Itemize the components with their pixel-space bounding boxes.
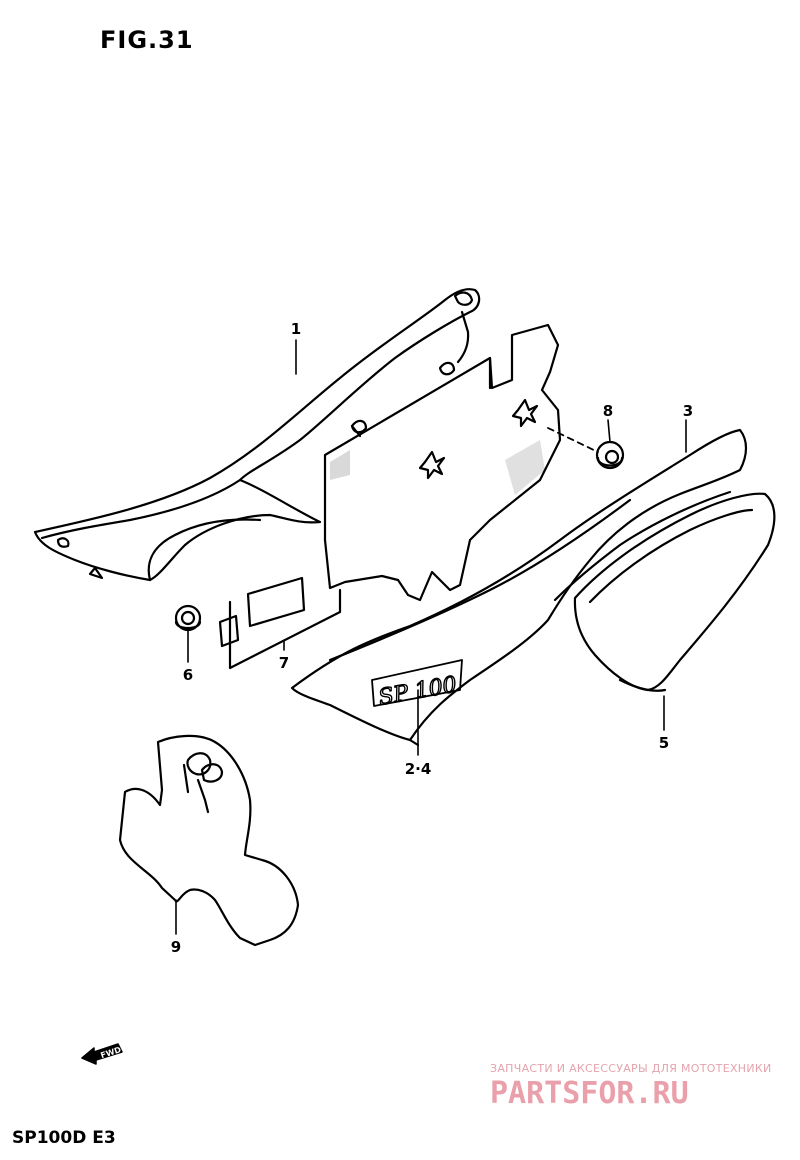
- sp100-decal: SP 100: [371, 659, 463, 711]
- callout-5: 5: [658, 734, 670, 752]
- mounting-panel: [323, 323, 562, 602]
- callout-3: 3: [682, 402, 694, 420]
- leader-dashed-8: [547, 427, 599, 453]
- grommet-part-6: [174, 604, 202, 632]
- watermark-logo: PARTSFOR.RU: [490, 1076, 689, 1111]
- figure-title: FIG.31: [100, 26, 194, 54]
- side-cover-insert-part-5: [573, 492, 776, 692]
- model-code: SP100D E3: [12, 1128, 116, 1148]
- frame-cover-part-1: [33, 288, 481, 582]
- callout-2-4: 2·4: [404, 760, 432, 778]
- panel-part-7: [218, 576, 342, 670]
- forward-arrow-label: FWD: [99, 1045, 122, 1060]
- callout-6: 6: [182, 666, 194, 684]
- watermark-tagline: ЗАПЧАСТИ И АКСЕССУАРЫ ДЛЯ МОТОТЕХНИКИ: [490, 1062, 772, 1075]
- grommet-part-8: [595, 440, 625, 470]
- leader-lines: [175, 339, 687, 935]
- forward-arrow-icon: FWD: [81, 1043, 123, 1065]
- callout-7: 7: [278, 654, 290, 672]
- plate-part-9: [118, 734, 300, 947]
- callout-1: 1: [290, 320, 302, 338]
- callout-8: 8: [602, 402, 614, 420]
- callout-9: 9: [170, 938, 182, 956]
